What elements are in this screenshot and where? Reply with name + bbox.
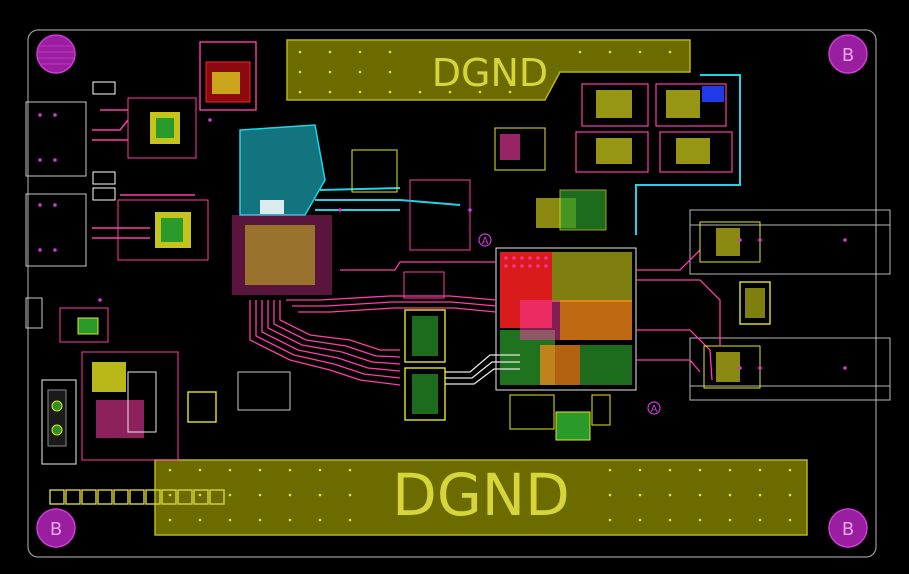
ground-pour-top: DGND [286, 39, 691, 101]
routing-bus-pink [249, 249, 721, 386]
mounting-hole-bottom-left: B [36, 508, 76, 548]
mounting-hole-top-right: B [828, 34, 868, 74]
right-connector-parts [699, 221, 771, 389]
fiducial-center-right: A [647, 401, 661, 415]
component-cluster-left-middle [92, 187, 209, 261]
fiducial-center-left: A [478, 233, 492, 247]
left-connector-lower [41, 379, 77, 465]
fpga-bga-region [495, 247, 637, 441]
right-connector-lower [689, 337, 891, 401]
board-outline [27, 29, 877, 558]
mounting-hole-top-right-label: B [842, 45, 854, 66]
vias [38, 113, 847, 370]
mounting-hole-bottom-left-label: B [50, 519, 62, 540]
fiducial-center-left-label: A [482, 236, 489, 247]
mounting-hole-bottom-right-label: B [842, 519, 854, 540]
components-center-top [351, 127, 607, 251]
mounting-hole-top-left [36, 34, 76, 74]
right-connector-upper [689, 209, 891, 275]
module-top-left-red [199, 41, 257, 111]
component-cluster-left-upper [92, 81, 197, 185]
mounting-hole-bottom-right: B [828, 508, 868, 548]
ground-pour-top-label: DGND [432, 51, 548, 95]
components-right-top [575, 74, 741, 235]
routing-white [445, 354, 520, 385]
left-connector-upper [25, 101, 87, 329]
ground-pour-bottom: DGND [154, 459, 808, 536]
mcu-cyan-region [232, 124, 461, 295]
ground-pour-bottom-label: DGND [392, 461, 570, 529]
fiducial-center-right-label: A [651, 404, 658, 415]
memory-chips-center [403, 271, 446, 421]
pin-header-bottom-left [49, 489, 225, 505]
component-cluster-left-lower [59, 307, 291, 461]
